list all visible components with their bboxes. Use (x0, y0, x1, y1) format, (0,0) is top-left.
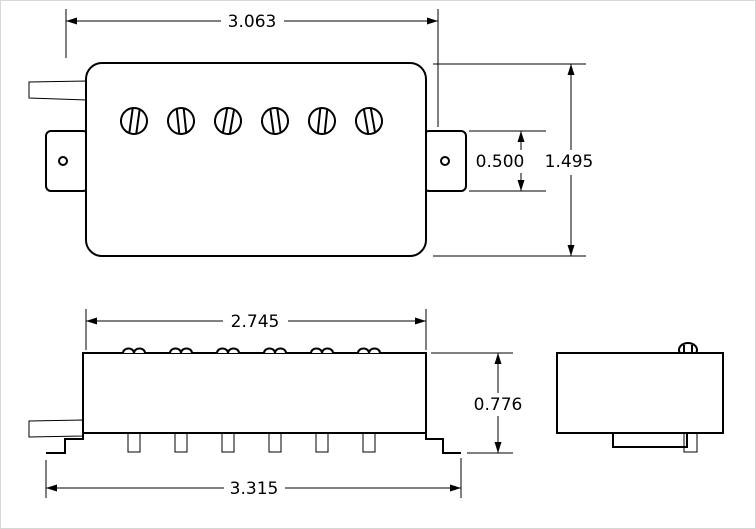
dimension-arrow (86, 317, 97, 325)
dim-body-height: 1.495 (433, 63, 594, 257)
dim-label-cover-width: 2.745 (231, 312, 280, 332)
mounting-ear-right (423, 130, 467, 192)
threaded-screw (174, 432, 188, 453)
pole-screw (261, 107, 289, 135)
pole-screw (167, 107, 195, 135)
end-view-base-block (612, 432, 688, 448)
dim-ear-height: 0.500 (469, 130, 546, 192)
dim-body-depth: 0.776 (431, 352, 523, 454)
dim-cover-width: 2.745 (85, 309, 427, 350)
mounting-bracket-right (425, 433, 461, 454)
dimension-arrow (415, 317, 426, 325)
pickup-body-side (82, 352, 427, 434)
pole-screw (355, 107, 383, 135)
threaded-screw (315, 432, 329, 453)
top-view (28, 62, 467, 257)
dim-label-body-depth: 0.776 (474, 395, 523, 415)
mounting-hole-right (440, 156, 450, 166)
screw-head-profile (169, 347, 193, 354)
dimension-arrow (427, 17, 438, 25)
pole-screw (120, 107, 148, 135)
dimension-arrow (450, 484, 461, 492)
pole-screw (308, 107, 336, 135)
screw-head-profile (310, 347, 334, 354)
dimension-arrow (46, 484, 57, 492)
mounting-bracket-left (46, 433, 84, 454)
dimension-arrow (567, 64, 575, 75)
dim-mounting-width: 3.063 (65, 9, 439, 127)
screw-head-profile (357, 347, 381, 354)
dimension-arrow (567, 245, 575, 256)
dim-label-body-height: 1.495 (545, 152, 594, 172)
screw-head-profile (122, 347, 146, 354)
screw-head-profiles (122, 347, 381, 354)
threaded-screw (362, 432, 376, 453)
threaded-screw (268, 432, 282, 453)
pickup-cover (85, 62, 427, 257)
lead-wire (28, 80, 88, 101)
dimension-arrow (494, 353, 502, 364)
mounting-hole-left (58, 156, 68, 166)
lead-wire-side (28, 419, 84, 438)
dimension-arrow (494, 442, 502, 453)
screw-head-profile (216, 347, 240, 354)
side-view (28, 347, 461, 454)
threaded-screw (127, 432, 141, 453)
dimension-arrow (517, 131, 525, 142)
threaded-pole-screws (127, 432, 376, 453)
dimension-arrow (66, 17, 77, 25)
dimension-arrow (517, 180, 525, 191)
dim-label-overall-width: 3.315 (230, 479, 279, 499)
dim-label-ear-height: 0.500 (476, 152, 525, 172)
pole-screw (214, 107, 242, 135)
end-view (556, 342, 724, 453)
end-view-threaded-screw (683, 432, 698, 453)
threaded-screw (221, 432, 235, 453)
dim-label-mounting-width: 3.063 (228, 12, 277, 32)
pickup-body-end (556, 352, 724, 434)
pole-screws-top (120, 107, 383, 135)
screw-head-profile (263, 347, 287, 354)
dim-overall-width: 3.315 (45, 458, 462, 499)
